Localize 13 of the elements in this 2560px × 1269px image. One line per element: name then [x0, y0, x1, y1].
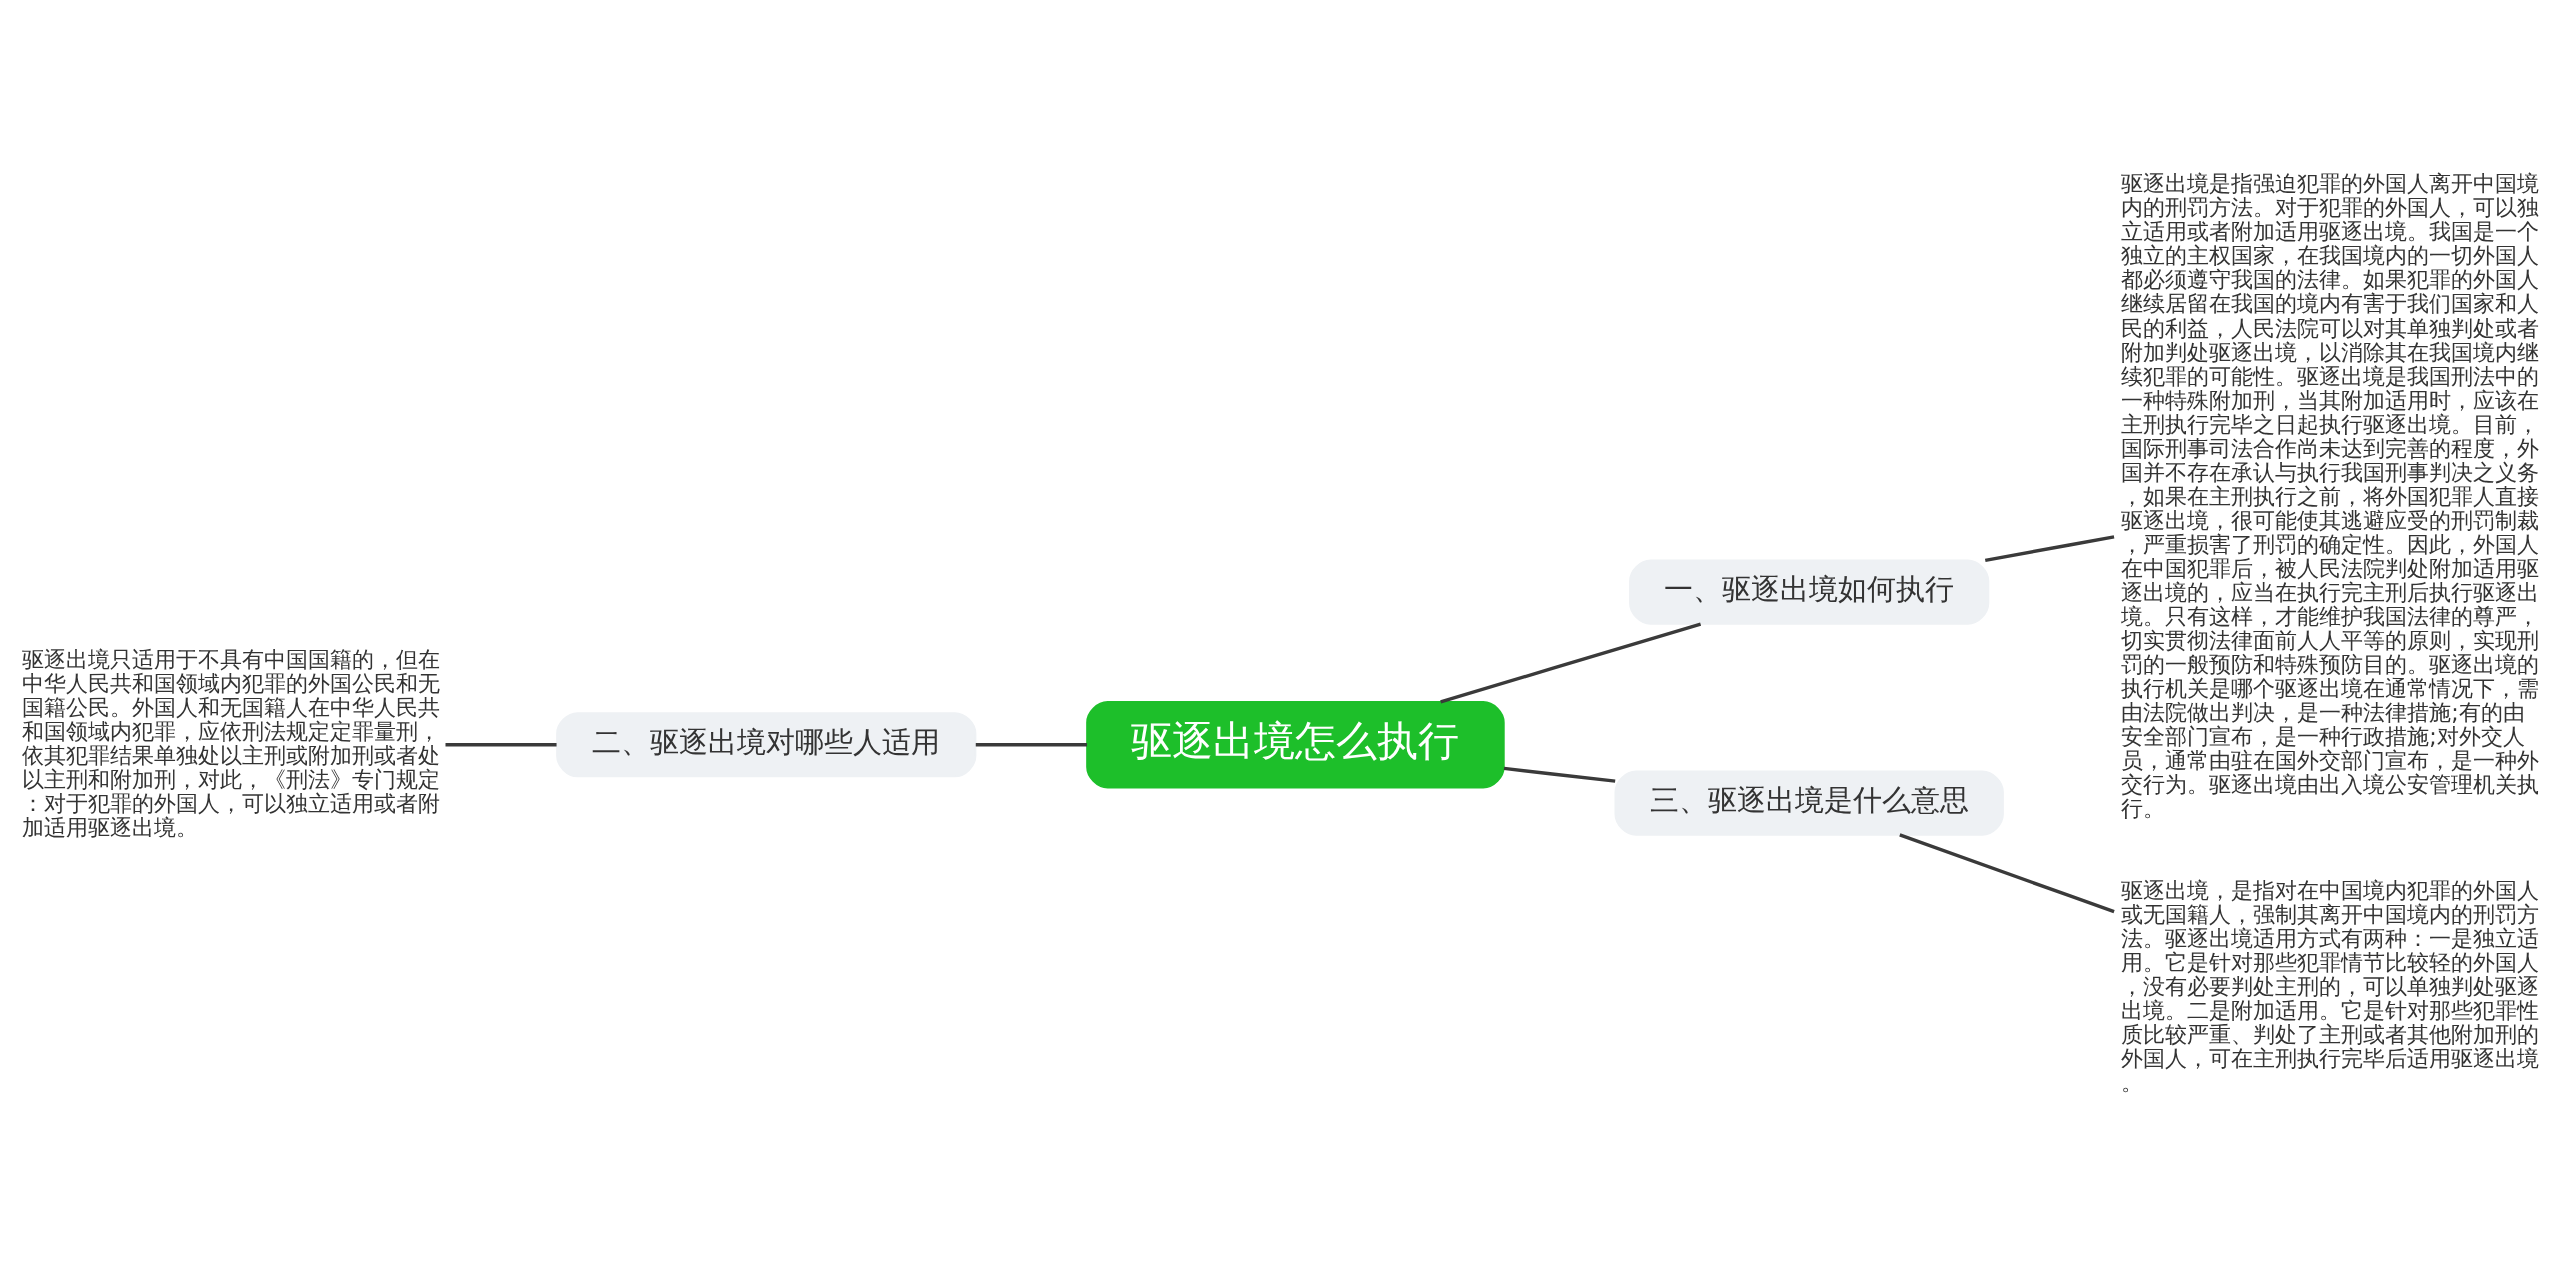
connector: [445, 742, 557, 746]
connector: [1984, 534, 2115, 562]
connector: [1899, 832, 2115, 913]
node-box: 一、驱逐出境如何执行: [1629, 559, 1990, 625]
node-text: 驱逐出境只适用于不具有中国国籍的，但在中华人民共和国领域内犯罪的外国公民和无国籍公民。外国人和无国籍人在中华人民共和国领域内犯罪，应依刑法规定定罪量刑，依其犯罪结果单独处以主刑或附加刑或者处以主刑和附加刑，对此，《刑法》专门规定：对于犯罪的外国人，可以独立适用或者附加适用驱逐出境。: [21, 645, 440, 840]
connector: [1503, 766, 1616, 783]
node-box: 驱逐出境怎么执行: [1086, 700, 1505, 788]
connector: [1440, 621, 1702, 703]
node-box: 三、驱逐出境是什么意思: [1614, 770, 2004, 836]
node-text: 驱逐出境，是指对在中国境内犯罪的外国人或无国籍人，强制其离开中国境内的刑罚方法。驱逐出境适用方式有两种：一是独立适用。它是针对那些犯罪情节比较轻的外国人，没有必要判处主刑的，可以单独判处驱逐出境。二是附加适用。它是针对那些犯罪性质比较严重、判处了主刑或者其他附加刑的外国人，可在主刑执行完毕后适用驱逐出境。: [2121, 876, 2540, 1095]
connector: [975, 742, 1087, 746]
node-box: 二、驱逐出境对哪些人适用: [556, 711, 977, 777]
node-text: 驱逐出境是指强迫犯罪的外国人离开中国境内的刑罚方法。对于犯罪的外国人，可以独立适用或者附加适用驱逐出境。我国是一个独立的主权国家，在我国境内的一切外国人都必须遵守我国的法律。如果犯罪的外国人继续居留在我国的境内有害于我们国家和人民的利益，人民法院可以对其单独判处或者附加判处驱逐出境，以消除其在我国境内继续犯罪的可能性。驱逐出境是我国刑法中的一种特殊附加刑，当其附加适用时，应该在主刑执行完毕之日起执行驱逐出境。目前，国际刑事司法合作尚未达到完善的程度，外国并不存在承认与执行我国刑事判决之义务，如果在主刑执行之前，将外国犯罪人直接驱逐出境，很可能使其逃避应受的刑罚制裁，严重损害了刑罚的确定性。因此，外国人在中国犯罪后，被人民法院判处附加适用驱逐出境的，应当在执行完主刑后执行驱逐出境。只有这样，才能维护我国法律的尊严，切实贯彻法律面前人人平等的原则，实现刑罚的一般预防和特殊预防目的。驱逐出境的执行机关是哪个驱逐出境在通常情况下，需由法院做出判决，是一种法律措施;有的由安全部门宣布，是一种行政措施;对外交人员，通常由驻在国外交部门宣布，是一种外交行为。驱逐出境由出入境公安管理机关执行。: [2121, 169, 2540, 821]
